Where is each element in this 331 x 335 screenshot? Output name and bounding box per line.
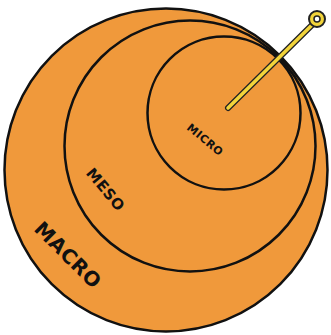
scale-circle: MICRO: [146, 35, 302, 191]
scale-circle: MACROMESOMICRO: [3, 7, 329, 333]
scale-circle: MESOMICRO: [63, 19, 317, 273]
circle-outline: [146, 35, 302, 191]
